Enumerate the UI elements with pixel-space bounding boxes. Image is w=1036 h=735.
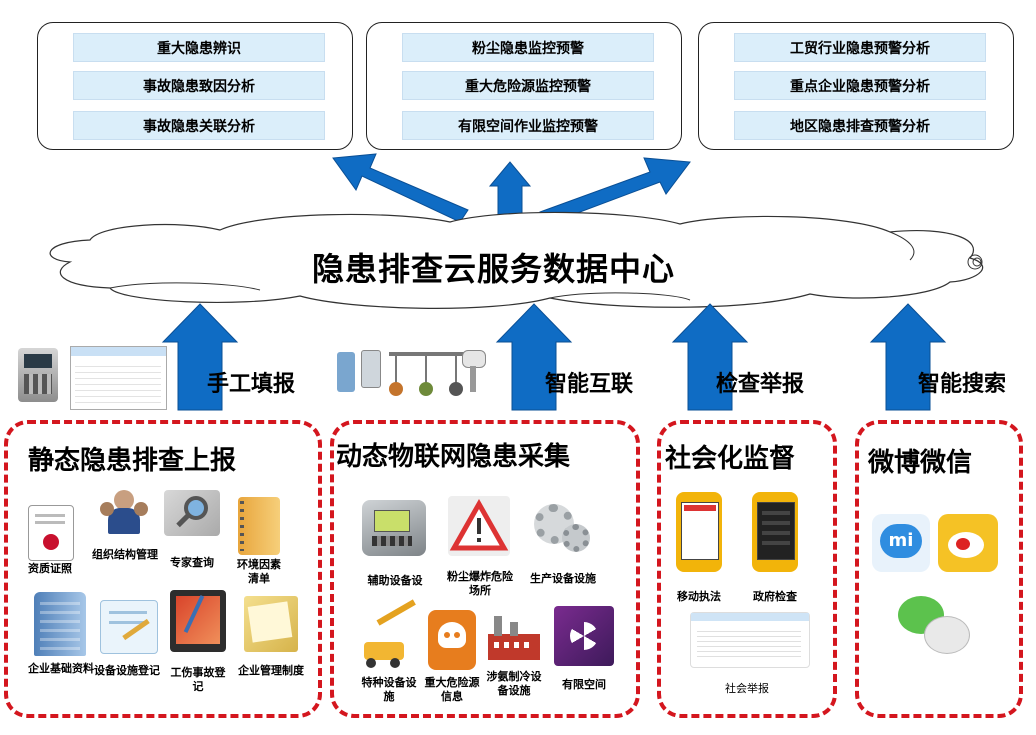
- wechat-icon[interactable]: [898, 596, 970, 658]
- label-smart-search: 智能搜索: [918, 372, 1007, 397]
- cloud-shape: [49, 211, 984, 309]
- weibo-icon[interactable]: [938, 514, 998, 572]
- section-title-static: 静态隐患排查上报: [28, 446, 237, 476]
- organization-icon[interactable]: [100, 490, 148, 538]
- sensor-devices-icon: [335, 348, 485, 406]
- accident-record-icon[interactable]: [170, 590, 226, 652]
- crane-icon[interactable]: [360, 599, 418, 668]
- icon-label: 粉尘爆炸危险场所: [447, 570, 513, 597]
- monitoring-item[interactable]: 有限空间作业监控预警: [402, 111, 654, 140]
- web-page-icon[interactable]: [690, 612, 810, 668]
- icon-label: 企业管理制度: [238, 664, 304, 677]
- warning-item[interactable]: 工贸行业隐患预警分析: [734, 33, 986, 62]
- section-title-weibo: 微博微信: [868, 448, 973, 478]
- analysis-box-1: 重大隐患辨识 事故隐患致因分析 事故隐患关联分析: [37, 22, 353, 150]
- analysis-item[interactable]: 重大隐患辨识: [73, 33, 325, 62]
- monitoring-item[interactable]: 粉尘隐患监控预警: [402, 33, 654, 62]
- arrow-inspection: [671, 303, 749, 411]
- icon-label: 环境因素清单: [237, 558, 281, 585]
- social-supervision-section: [657, 420, 837, 718]
- building-icon[interactable]: [34, 592, 86, 656]
- section-title-iot: 动态物联网隐患采集: [336, 442, 571, 472]
- icon-label: 工伤事故登记: [170, 666, 226, 693]
- skull-icon[interactable]: [428, 610, 476, 670]
- factory-icon[interactable]: [484, 612, 544, 664]
- certificate-icon[interactable]: [28, 505, 74, 561]
- weibo-wechat-section: [855, 420, 1023, 718]
- cloud-to-top-arrows: [332, 153, 691, 225]
- cloud-title: 隐患排查云服务数据中心: [312, 250, 676, 288]
- warning-item[interactable]: 地区隐患排查预警分析: [734, 111, 986, 140]
- warning-analysis-box: 工贸行业隐患预警分析 重点企业隐患预警分析 地区隐患排查预警分析: [698, 22, 1014, 150]
- icon-label: 生产设备设施: [530, 572, 596, 585]
- label-manual-fill: 手工填报: [207, 372, 296, 397]
- report-screenshot-icon: [70, 346, 167, 410]
- mobile-phone-icon[interactable]: [752, 492, 798, 572]
- analysis-item[interactable]: 事故隐患关联分析: [73, 111, 325, 140]
- expert-search-icon[interactable]: [164, 490, 220, 536]
- edit-document-icon[interactable]: [100, 600, 158, 654]
- icon-label: 社会举报: [725, 682, 769, 695]
- icon-label: 辅助设备设: [367, 574, 423, 587]
- arrow-up-center: [488, 161, 532, 216]
- arrow-iot: [495, 303, 573, 411]
- static-report-section: [4, 420, 322, 718]
- gears-icon[interactable]: [530, 498, 594, 556]
- icon-label: 专家查询: [170, 556, 214, 569]
- arrow-manual: [161, 303, 239, 411]
- folder-icon[interactable]: [244, 596, 298, 652]
- warning-item[interactable]: 重点企业隐患预警分析: [734, 71, 986, 100]
- label-inspection-report: 检查举报: [716, 372, 805, 397]
- camera-icon: [462, 350, 486, 394]
- mi-icon[interactable]: mi: [872, 514, 930, 572]
- iot-collection-section: [330, 420, 640, 718]
- label-smart-link: 智能互联: [545, 372, 634, 397]
- icon-label: 有限空间: [562, 678, 606, 691]
- arrow-search: [869, 303, 947, 411]
- monitoring-item[interactable]: 重大危险源监控预警: [402, 71, 654, 100]
- icon-label: 重大危险源信息: [424, 676, 480, 703]
- section-title-social: 社会化监督: [665, 444, 796, 474]
- arrow-up-left: [332, 153, 469, 223]
- icon-label: 企业基础资料: [28, 662, 94, 675]
- mobile-phone-icon[interactable]: [676, 492, 722, 572]
- monitoring-box: 粉尘隐患监控预警 重大危险源监控预警 有限空间作业监控预警: [366, 22, 682, 150]
- warning-icon[interactable]: [448, 496, 510, 556]
- icon-label: 移动执法: [677, 590, 721, 603]
- icon-label: 政府检查: [753, 590, 797, 603]
- device-terminal-icon: [18, 348, 58, 402]
- bottom-up-arrows: [161, 303, 947, 411]
- icon-label: 组织结构管理: [92, 548, 158, 561]
- icon-label: 设备设施登记: [94, 664, 160, 677]
- icon-label: 资质证照: [28, 562, 72, 575]
- icon-label: 涉氨制冷设备设施: [486, 670, 542, 697]
- device-icon[interactable]: [362, 500, 426, 556]
- radiation-icon[interactable]: [554, 606, 614, 666]
- analysis-item[interactable]: 事故隐患致因分析: [73, 71, 325, 100]
- notebook-icon[interactable]: [238, 497, 280, 555]
- icon-label: 特种设备设施: [361, 676, 417, 703]
